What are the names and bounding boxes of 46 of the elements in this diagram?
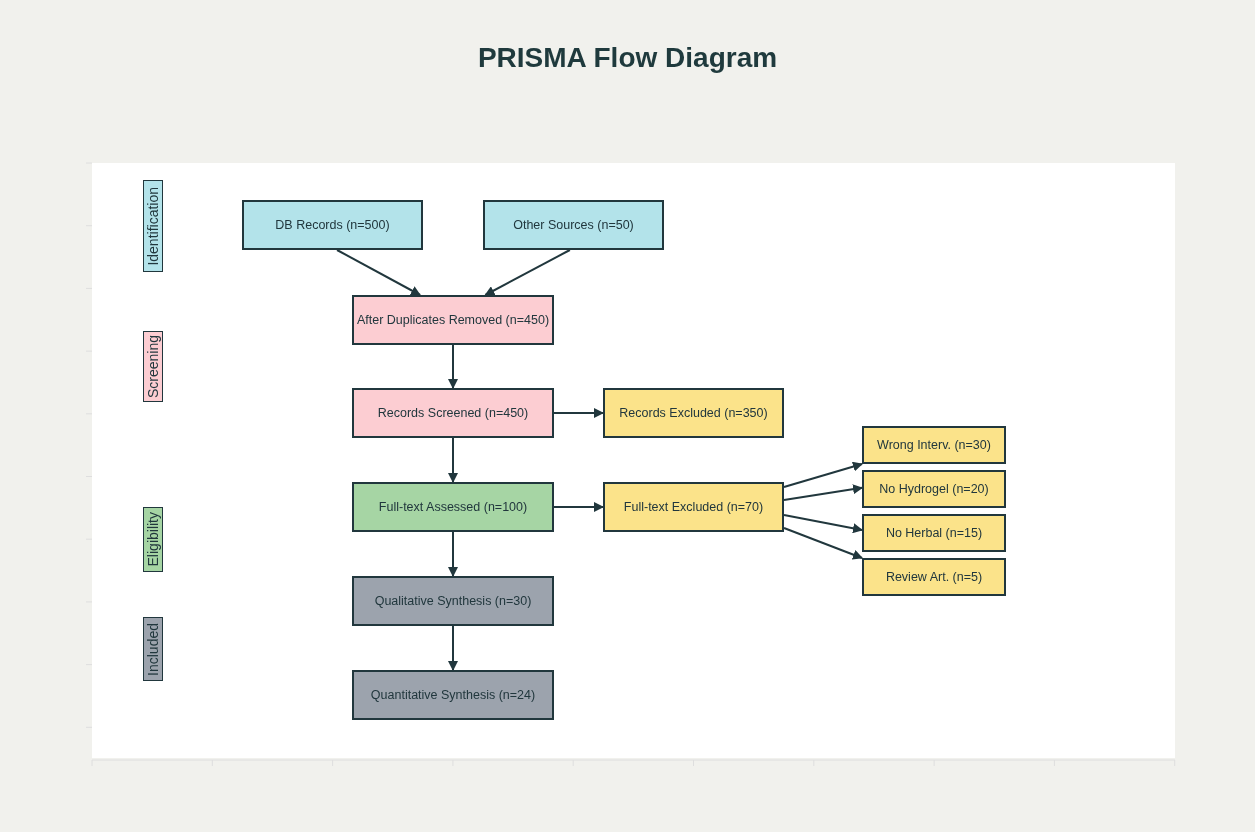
stage-label-box — [143, 180, 163, 272]
arrow — [336, 249, 422, 296]
box-text: Quantitative Synthesis (n=24) — [370, 688, 536, 702]
diagram-title: PRISMA Flow Diagram — [476, 42, 779, 74]
box-text: No Hydrogel (n=20) — [879, 482, 989, 496]
box-text: DB Records (n=500) — [275, 218, 390, 232]
box-text: After Duplicates Removed (n=450) — [356, 313, 550, 327]
process-box — [862, 470, 1006, 508]
process-box — [352, 482, 554, 532]
process-box — [352, 576, 554, 626]
stage-label-box — [143, 617, 163, 681]
arrow — [783, 514, 863, 534]
stage-label: Included — [145, 622, 161, 676]
box-text: Records Excluded (n=350) — [619, 406, 768, 420]
box-text: Other Sources (n=50) — [513, 218, 634, 232]
arrow — [783, 527, 863, 560]
stage-label: Eligibility — [145, 512, 161, 567]
process-box — [352, 295, 554, 345]
arrow — [448, 625, 458, 671]
box-text: Review Art. (n=5) — [885, 570, 983, 584]
stage-label: Screening — [145, 334, 161, 398]
process-box — [862, 426, 1006, 464]
arrow — [484, 249, 571, 296]
box-text: Full-text Assessed (n=100) — [378, 500, 528, 514]
process-box — [352, 670, 554, 720]
stage-label: Identification — [145, 186, 161, 266]
process-box — [862, 514, 1006, 552]
arrow — [448, 531, 458, 577]
box-text: Wrong Interv. (n=30) — [877, 438, 991, 452]
process-box — [603, 482, 784, 532]
process-box — [242, 200, 423, 250]
process-box — [352, 388, 554, 438]
process-box — [483, 200, 664, 250]
arrow — [553, 408, 604, 418]
arrow — [448, 344, 458, 389]
arrow — [783, 461, 863, 488]
stage-label-box — [143, 507, 163, 572]
arrow — [553, 502, 604, 512]
process-box — [603, 388, 784, 438]
process-box — [862, 558, 1006, 596]
arrow — [783, 484, 863, 501]
arrow — [448, 437, 458, 483]
box-text: Full-text Excluded (n=70) — [623, 500, 764, 514]
box-text: Records Screened (n=450) — [377, 406, 529, 420]
box-text: Qualitative Synthesis (n=30) — [374, 594, 532, 608]
box-text: No Herbal (n=15) — [885, 526, 983, 540]
